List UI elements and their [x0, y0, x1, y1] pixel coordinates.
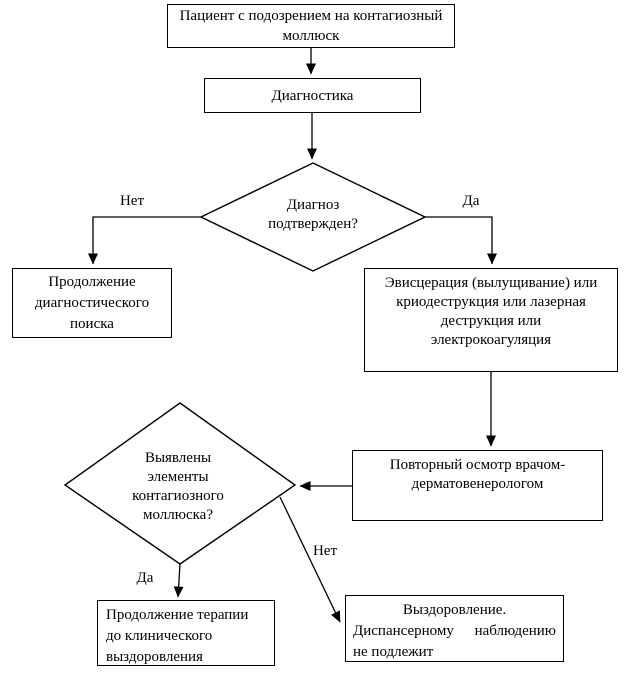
decision-elements-label: Выявлены элементы контагиозного моллюска…	[132, 450, 224, 523]
edge-label-diagnosis-no: Нет	[119, 193, 145, 209]
node-recovery: Выздоровление. Диспансерному наблюдению …	[345, 595, 564, 662]
edge-elements-no-to-recovery	[279, 496, 341, 623]
node-treatment: Эвисцерация (вылущивание) или криодестру…	[364, 268, 618, 372]
recovery-line-3: не подлежит	[353, 644, 434, 660]
edge-elements-yes-to-continue-therapy	[173, 563, 184, 598]
recovery-line-1: Выздоровление.	[402, 602, 507, 618]
edge-label-elements-no: Нет	[312, 543, 338, 559]
decision-elements-diamond	[63, 402, 297, 565]
node-diagnostics: Диагностика	[204, 78, 421, 113]
edge-decision-yes-to-treatment	[425, 216, 497, 265]
edge-label-elements-yes: Да	[136, 570, 154, 586]
node-repeat-exam: Повторный осмотр врачом- дерматовенероло…	[352, 450, 603, 521]
decision-diagnosis-diamond	[199, 162, 427, 272]
decision-diagnosis-label: Диагноз подтвержден?	[268, 197, 358, 232]
edge-label-diagnosis-yes: Да	[462, 193, 480, 209]
node-recovery-text: Выздоровление. Диспансерному наблюдению …	[346, 596, 563, 663]
node-continue-search: Продолжение диагностического поиска	[12, 268, 172, 338]
recovery-line-2: Диспансерному наблюдению	[353, 623, 556, 639]
node-continue-therapy: Продолжение терапии до клинического вызд…	[97, 600, 275, 666]
edge-decision-no-to-continue-search	[88, 216, 201, 265]
node-patient: Пациент с подозрением на контагиозный мо…	[167, 4, 455, 48]
